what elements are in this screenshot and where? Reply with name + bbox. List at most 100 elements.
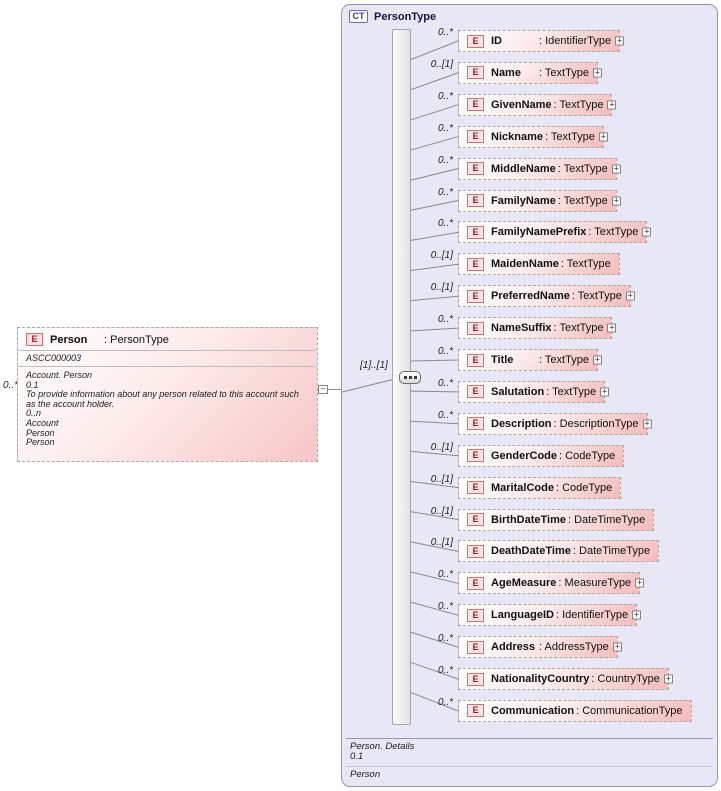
complextype-badge-icon: CT [349,10,368,23]
element-badge-icon: E [467,640,484,654]
expand-icon[interactable]: + [642,418,652,429]
sequence-compositor-icon[interactable] [399,371,421,384]
cardinality-label: 0..* [437,186,453,198]
collapse-handle-icon[interactable]: − [318,385,328,394]
expand-icon[interactable]: + [635,577,645,588]
cardinality-label: 0..* [437,218,453,230]
cardinality-label: 0..[1] [430,58,453,70]
element-type: : TextType [553,98,604,111]
element-badge-icon: E [467,321,484,335]
expand-icon[interactable]: + [625,290,635,301]
cardinality-label: 0..* [437,696,453,708]
cardinality-label: 0..* [437,377,453,389]
element-type: : AddressType [539,641,609,654]
element-badge-icon: E [467,130,484,144]
cardinality-label: 0..* [437,122,453,134]
divider [18,350,317,351]
element-type: : DateTimeType [572,545,651,558]
expand-icon[interactable]: + [615,35,625,46]
element-type: : TextType [588,226,639,239]
element-badge-icon: E [467,672,484,686]
element-type: : IdentifierType [539,35,612,47]
annotation-line: 0..n [26,408,42,419]
cardinality-label: 0..[1] [430,250,453,262]
expand-icon[interactable]: + [663,673,673,684]
element-name: Salutation [491,385,545,398]
cardinality-label: 0..[1] [430,505,453,517]
expand-icon[interactable]: + [611,163,621,174]
element-badge-icon: E [467,481,484,495]
expand-icon[interactable]: + [607,322,617,333]
expand-icon[interactable]: + [598,131,608,142]
element-badge-icon: E [467,417,484,431]
element-badge-icon: E [467,289,484,303]
source-element-name: Person [50,333,88,346]
cardinality-label: 0..* [437,154,453,166]
element-name: GivenName [491,98,552,111]
expand-icon[interactable]: + [607,99,617,110]
footer-detail: Person. Details [350,741,415,752]
expand-icon[interactable]: + [592,67,602,78]
annotation-line: 0.1 [26,379,39,390]
expand-icon[interactable]: + [600,386,610,397]
element-type: : IdentifierType [555,609,629,622]
element-type: : TextType [557,162,608,175]
element-type: : TextType [560,258,611,271]
source-annotation-id: ASCC000003 [26,353,82,363]
cardinality-label: 0..* [437,569,453,581]
element-type: : TextType [544,130,595,143]
cardinality-label: 0..* [437,314,453,326]
expand-icon[interactable]: + [612,641,622,652]
element-badge-icon: E [467,704,484,718]
element-type: : CountryType [591,673,660,685]
cardinality-label: 0..* [437,90,453,102]
element-badge-icon: E [467,225,484,239]
annotation-line: Person [26,437,55,448]
annotation-line: Person [26,427,55,438]
element-name: MiddleName [491,162,556,175]
expand-icon[interactable]: + [592,354,602,365]
complextype-header: CT PersonType [349,10,436,23]
complextype-container: CT PersonType [1]..[1] Person. Details 0… [341,4,718,787]
annotation-line: Account [26,417,59,428]
element-name: Title [491,354,514,366]
element-nickname[interactable]: 0..* E Nickname: TextType+ [438,123,608,148]
element-badge-icon: E [467,34,484,48]
source-element-person[interactable]: E Person : PersonType ASCC000003 Account… [17,327,318,462]
expand-icon[interactable]: + [642,226,652,237]
source-cardinality-label: 0..* [3,380,19,391]
element-name: BirthDateTime [491,513,566,526]
element-badge-icon: E [467,576,484,590]
expand-icon[interactable]: + [611,195,621,205]
element-name: NationalityCountry [491,673,590,685]
occurrence-label: [1]..[1] [360,360,388,371]
cardinality-label: 0..* [437,346,453,357]
element-name: Nickname [491,130,543,143]
element-badge-icon: E [467,353,484,367]
expand-icon[interactable]: + [632,609,642,620]
source-element-type: : PersonType [104,333,169,346]
